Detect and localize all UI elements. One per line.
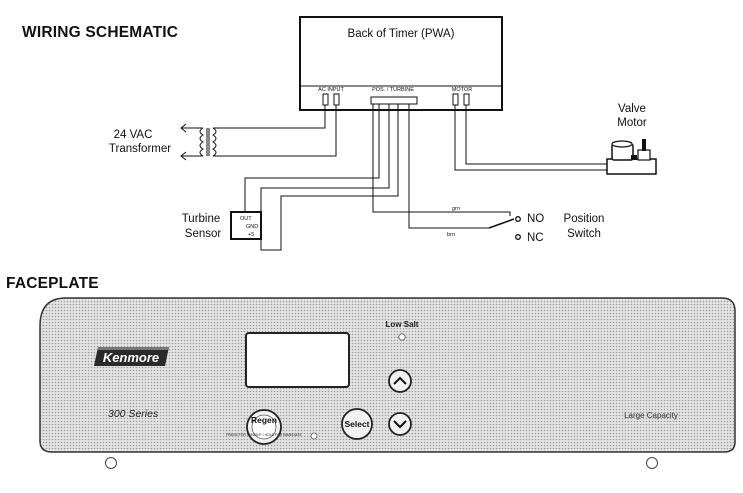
position-switch-label-line1: Position (564, 213, 605, 225)
faceplate-title: FACEPLATE (6, 275, 99, 292)
port-label-motor: MOTOR (452, 87, 472, 93)
low-salt-indicator (398, 333, 406, 341)
regen-indicator (310, 432, 318, 440)
pos-turbine-connector (370, 96, 418, 105)
switch-wire-grn (372, 104, 506, 213)
timer-label: Back of Timer (PWA) (348, 28, 455, 40)
position-switch-label-line2: Switch (567, 228, 601, 240)
wire-label-brn: brn (447, 232, 455, 238)
sensor-pin-out: OUT (240, 216, 252, 222)
mounting-hole-left (105, 457, 117, 469)
wiring-title: WIRING SCHEMATIC (22, 24, 178, 41)
ac-input-pin-1 (322, 93, 329, 106)
turbine-sensor-box (230, 211, 262, 240)
transformer-symbol (180, 123, 225, 161)
mounting-hole-right (646, 457, 658, 469)
motor-wire-2 (465, 105, 612, 165)
motor-pin-2 (463, 93, 470, 106)
series-label: 300 Series (108, 408, 159, 420)
low-salt-label: Low Salt (386, 320, 419, 329)
port-label-pos-turbine: POS. / TURBINE (372, 87, 414, 93)
select-button-label: Select (344, 419, 369, 429)
turbine-sensor-label-line2: Sensor (185, 228, 222, 240)
switch-wire-brn (408, 104, 489, 229)
sensor-wire-gnd (260, 104, 390, 224)
valve-motor-label-line2: Motor (617, 117, 647, 129)
transformer-label-line1: 24 VAC (114, 129, 153, 141)
kenmore-logo: Kenmore (94, 347, 169, 366)
sensor-pin-gnd: GND (246, 224, 258, 230)
ac-wire-1 (225, 105, 326, 129)
chevron-up-icon (393, 376, 407, 385)
regen-sub-label: PRESS FOR TONIGHT / HOLD FOR IMMEDIATE (226, 433, 302, 437)
sensor-wire-out (244, 104, 380, 212)
sensor-pin-plus5: +5 (248, 232, 254, 238)
chevron-down-icon (393, 420, 407, 429)
turbine-sensor-label-line1: Turbine (182, 213, 221, 225)
motor-wire-1 (454, 105, 612, 171)
select-button[interactable]: Select (341, 408, 373, 440)
up-button[interactable] (388, 369, 412, 393)
switch-label-no: NO (527, 213, 544, 225)
regen-button-label: Regen (251, 415, 277, 425)
transformer-label-line2: Transformer (109, 143, 171, 155)
valve-motor-symbol (606, 139, 657, 175)
ac-input-pin-2 (333, 93, 340, 106)
wire-label-grn: grn (452, 206, 460, 212)
regen-button[interactable]: Regen PRESS FOR TONIGHT / HOLD FOR IMMED… (226, 409, 302, 445)
port-label-ac-input: AC INPUT (318, 87, 344, 93)
faceplate-panel (39, 297, 736, 453)
large-capacity-label: Large Capacity (624, 411, 678, 420)
sensor-wire-plus5 (260, 104, 399, 251)
position-switch-symbol (488, 211, 521, 240)
valve-motor-label-line1: Valve (618, 103, 646, 115)
motor-pin-1 (452, 93, 459, 106)
lcd-display (245, 332, 350, 388)
ac-wire-2 (225, 105, 337, 157)
brand-name: Kenmore (103, 350, 159, 365)
switch-label-nc: NC (527, 232, 544, 244)
down-button[interactable] (388, 412, 412, 436)
